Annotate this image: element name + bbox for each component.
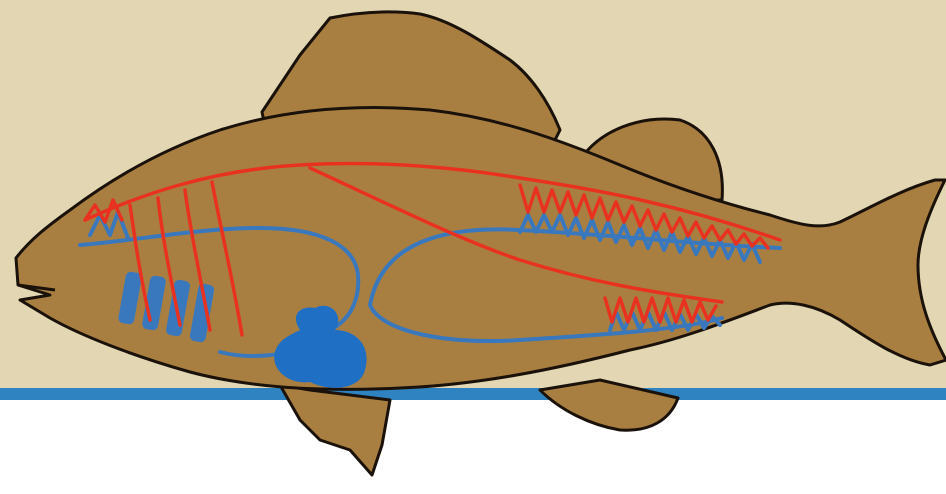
pelvic-fin — [280, 385, 390, 475]
anal-fin — [540, 380, 678, 430]
fish-body — [16, 107, 946, 389]
